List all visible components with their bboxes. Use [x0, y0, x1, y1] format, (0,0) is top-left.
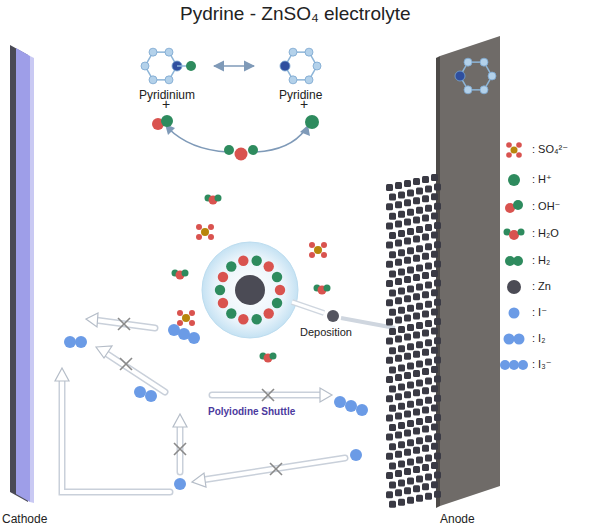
legend-icon [500, 224, 530, 244]
legend-entry: : I⁻ [500, 303, 588, 323]
legend-icon [500, 251, 530, 271]
plus-sign: + [162, 96, 170, 112]
node-shape [2, 40, 64, 530]
legend-text: : Zn [532, 280, 551, 292]
diagram-title: Pydrine - ZnSO₄ electrolyte [180, 3, 411, 25]
legend-entry: : I₃⁻ [500, 355, 588, 375]
legend-text: : I⁻ [532, 306, 547, 319]
legend-entry: : H⁺ [500, 170, 588, 190]
node-shape [376, 26, 506, 530]
legend-text: : H⁺ [532, 173, 552, 186]
process-label: Deposition [300, 326, 352, 338]
legend-icon [500, 277, 530, 297]
legend-icon [500, 197, 530, 217]
process-label: Polyiodine Shuttle [208, 406, 295, 417]
legend-icon [500, 329, 530, 349]
legend-icon [500, 355, 530, 375]
plus-sign: + [300, 96, 308, 112]
legend-icon [500, 303, 530, 323]
legend-icon [500, 140, 530, 160]
legend-text: : I₂ [532, 332, 545, 344]
legend-entry: : SO₄²⁻ [500, 140, 588, 160]
legend-text: : I₃⁻ [532, 358, 551, 371]
node-label: Anode [440, 512, 475, 526]
electrode: Anode [376, 26, 506, 530]
equilibrium-arrow [214, 65, 254, 67]
legend-text: : H₂O [532, 227, 559, 239]
legend-text: : OH⁻ [532, 200, 560, 213]
electrode: Cathode [2, 40, 64, 530]
legend-entry: : H₂O [500, 224, 588, 244]
legend-text: : SO₄²⁻ [532, 143, 568, 156]
node-label: Cathode [2, 512, 47, 526]
legend-text: : H₂ [532, 254, 550, 266]
legend-entry: : Zn [500, 277, 588, 297]
legend-entry: : I₂ [500, 329, 588, 349]
legend-icon [500, 170, 530, 190]
legend-entry: : OH⁻ [500, 197, 588, 217]
legend-entry: : H₂ [500, 251, 588, 271]
